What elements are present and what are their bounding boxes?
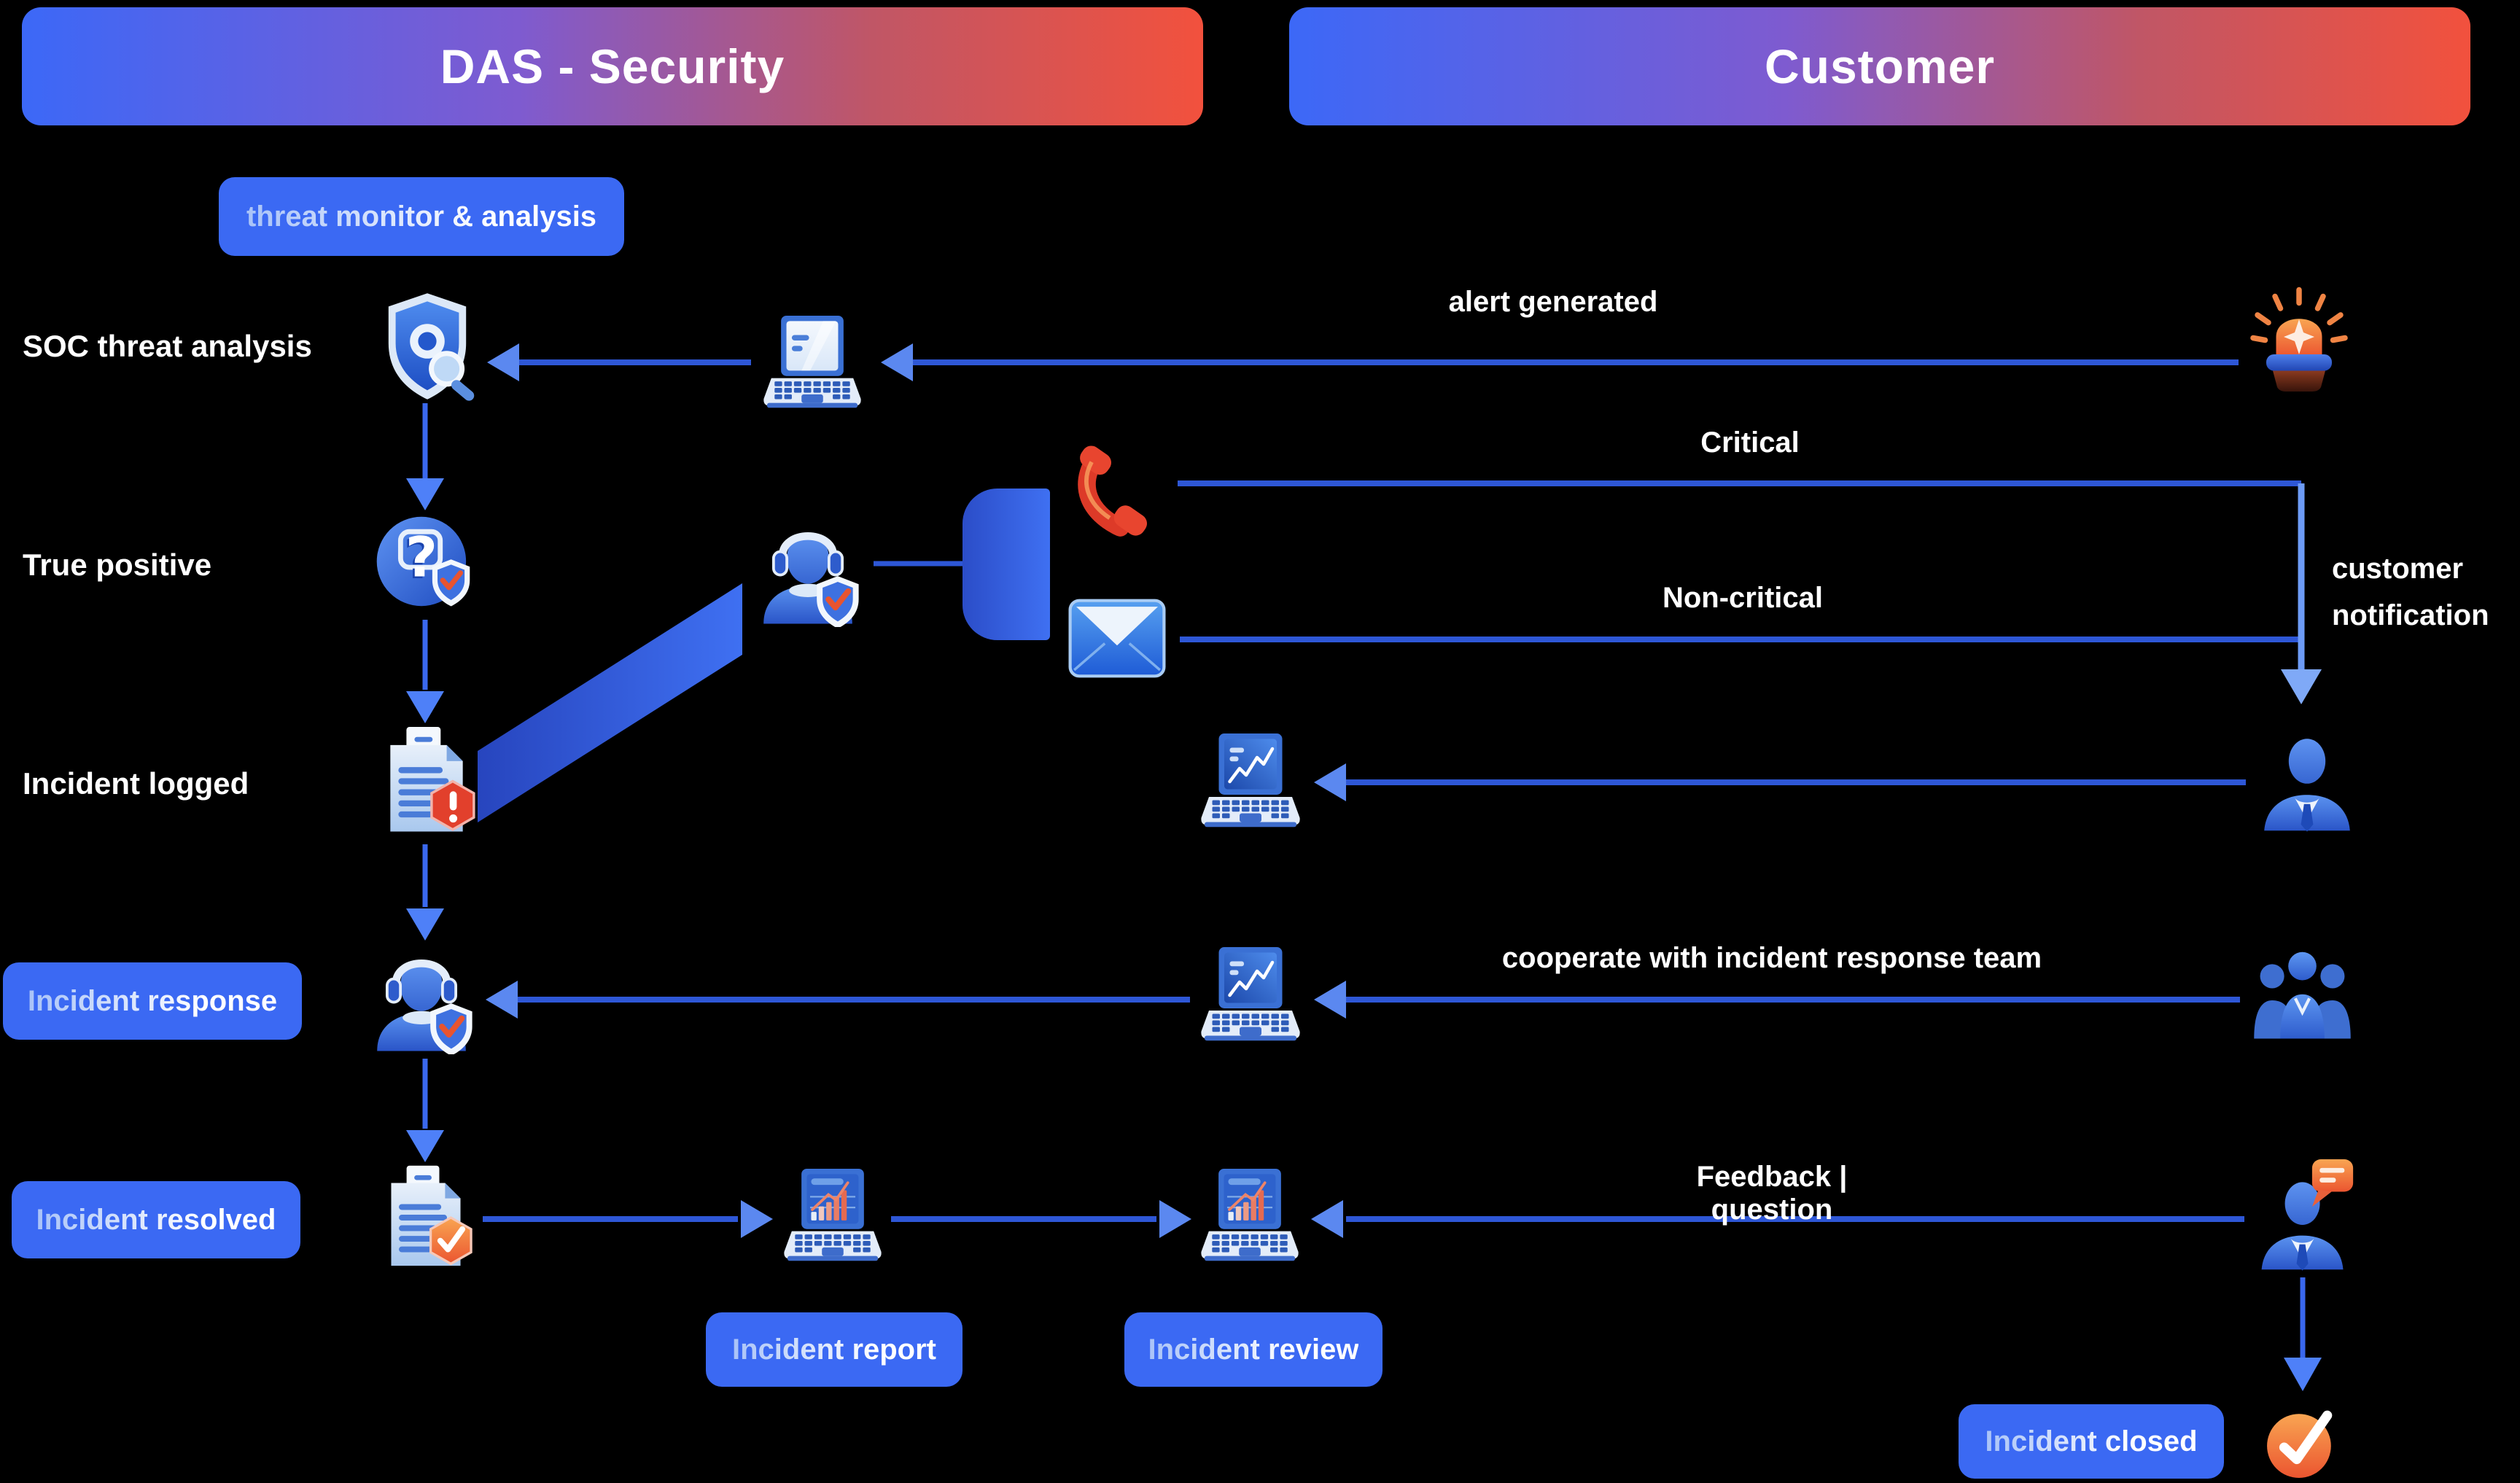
chip-threat-monitor-label: threat monitor & analysis — [246, 200, 597, 233]
label-true-positive: True positive — [23, 548, 212, 582]
arrowhead-into-shield — [487, 343, 519, 381]
label-incident-logged: Incident logged — [23, 766, 249, 801]
incident-document-icon — [376, 725, 477, 838]
cooperate-laptop-icon — [1196, 945, 1305, 1043]
arrowhead-into-laptop — [881, 343, 913, 381]
arrowhead-into-resolved — [406, 1130, 444, 1162]
chip-incident-report[interactable]: Incident report — [706, 1312, 962, 1387]
customer-person-icon — [2256, 728, 2358, 836]
label-customer-notification: customer notification — [2332, 553, 2489, 631]
review-laptop-icon — [1196, 1167, 1304, 1264]
label-alert-generated: alert generated — [1448, 286, 1658, 318]
response-agent-icon — [366, 943, 477, 1054]
question-verify-icon: ? ? — [375, 512, 474, 611]
arrowhead-into-response-agent — [486, 981, 518, 1019]
svg-text:?: ? — [405, 524, 438, 589]
support-agent-icon — [752, 516, 863, 627]
alert-siren-icon — [2244, 286, 2354, 397]
arrowhead-into-doc — [406, 691, 444, 723]
lane-customer-title: Customer — [1764, 39, 1996, 93]
chip-incident-response[interactable]: Incident response — [3, 962, 302, 1040]
shield-analysis-icon — [376, 290, 478, 402]
chip-incident-resolved[interactable]: Incident resolved — [12, 1181, 300, 1258]
chip-incident-closed-label: Incident closed — [1985, 1425, 2198, 1457]
chip-incident-closed[interactable]: Incident closed — [1959, 1404, 2224, 1479]
label-feedback-question: Feedback | question — [1696, 1161, 1848, 1226]
chip-incident-review[interactable]: Incident review — [1124, 1312, 1382, 1387]
team-group-icon — [2246, 942, 2359, 1043]
notification-channels-bracket — [962, 489, 1050, 640]
arrowhead-into-report-laptop — [741, 1200, 773, 1238]
chip-incident-resolved-label: Incident resolved — [36, 1203, 276, 1236]
arrowhead-into-status-laptop — [1314, 763, 1346, 801]
phone-icon — [1063, 442, 1169, 550]
arrowhead-into-question — [406, 478, 444, 510]
chip-incident-report-label: Incident report — [731, 1333, 937, 1366]
arrowhead-into-agent2 — [406, 908, 444, 941]
arrowhead-into-closed — [2284, 1358, 2322, 1391]
report-laptop-icon — [779, 1167, 887, 1264]
status-laptop-icon — [1196, 731, 1305, 830]
arrowhead-feedback-into-review — [1311, 1200, 1343, 1238]
svg-text:?: ? — [403, 526, 435, 591]
feedback-person-icon — [2252, 1158, 2360, 1273]
edge-lines — [422, 359, 2306, 1358]
label-non-critical: Non-critical — [1662, 582, 1824, 614]
closed-check-icon — [2265, 1404, 2339, 1480]
arrowheads — [406, 343, 2322, 1391]
arrowhead-into-review-laptop — [1159, 1200, 1191, 1238]
lane-header-das-security: DAS - Security — [22, 7, 1203, 125]
lane-das-title: DAS - Security — [440, 39, 785, 93]
swoosh-connector — [478, 583, 742, 822]
lane-header-customer: Customer — [1289, 7, 2470, 125]
analyst-laptop-icon — [758, 314, 866, 410]
arrowhead-into-customer — [2281, 669, 2322, 704]
label-cooperate: cooperate with incident response team — [1501, 942, 2042, 974]
label-soc-threat-analysis: SOC threat analysis — [23, 329, 312, 363]
label-critical: Critical — [1700, 427, 1800, 459]
resolved-document-icon — [378, 1164, 474, 1272]
chip-threat-monitor[interactable]: threat monitor & analysis — [219, 177, 624, 256]
email-icon — [1066, 596, 1168, 680]
arrowhead-into-coop-laptop — [1314, 981, 1346, 1019]
chip-incident-review-label: Incident review — [1148, 1333, 1359, 1366]
chip-incident-response-label: Incident response — [27, 984, 278, 1017]
